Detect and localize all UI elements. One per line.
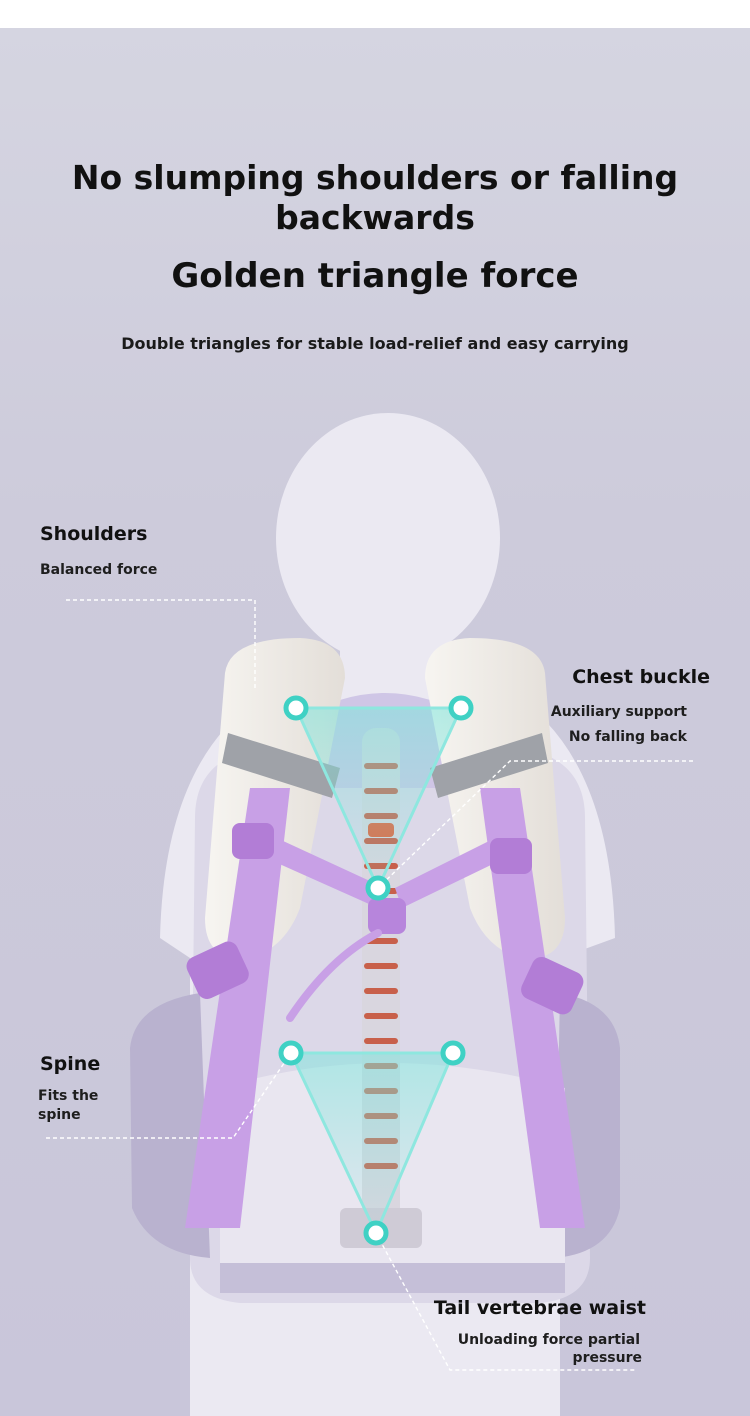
lower-force-triangle [288,1051,456,1237]
page-title: Golden triangle force [171,256,579,296]
callout-shoulders-desc: Balanced force [40,562,158,578]
callout-shoulders-title: Shoulders [40,523,148,545]
callout-tail-title: Tail vertebrae waist [433,1297,646,1319]
backpack-illustration [46,413,693,1416]
headline-line-2: backwards [275,198,475,237]
callout-tail-desc-1: Unloading force partial [457,1332,640,1348]
upper-force-triangle [293,706,464,892]
callout-spine-desc-1: Fits the [38,1088,99,1104]
callout-spine-title: Spine [40,1053,101,1075]
headline: No slumping shoulders or falling backwar… [0,158,750,238]
callout-chest-desc-2: No falling back [568,729,687,745]
product-infographic: No slumping shoulders or falling backwar… [0,28,750,1416]
callout-spine-desc-2: spine [38,1107,81,1123]
callout-chest-title: Chest buckle [572,666,710,688]
callout-tail-desc-2: pressure [572,1350,642,1366]
callout-chest-desc-1: Auxiliary support [550,704,687,720]
leader-lines [46,599,693,1371]
shoulder-straps [185,638,585,1228]
force-node-icon [278,695,474,1246]
page-subtitle: Double triangles for stable load-relief … [121,334,629,353]
headline-line-1: No slumping shoulders or falling [71,158,679,197]
